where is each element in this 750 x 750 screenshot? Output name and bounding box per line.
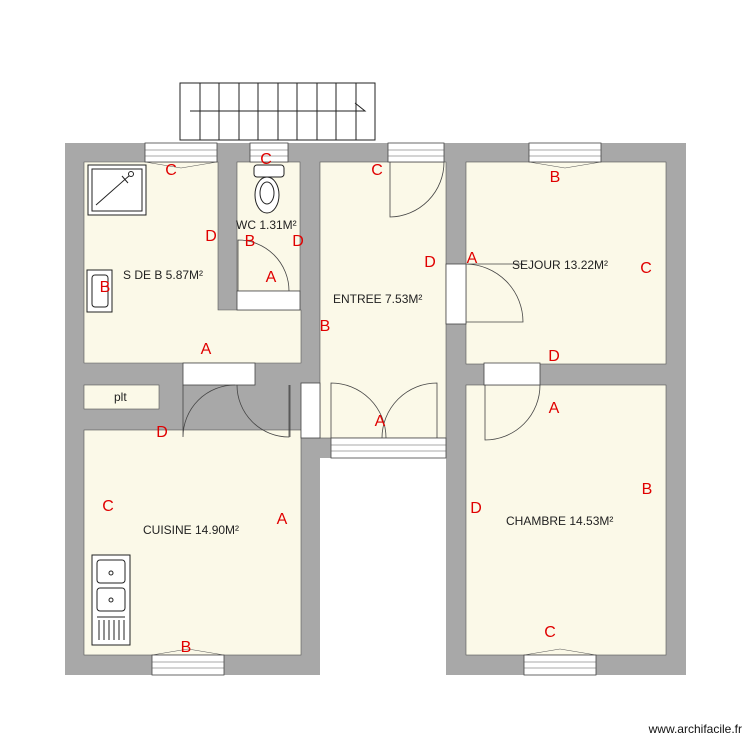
- wall-letter-sejour-c: C: [640, 260, 652, 277]
- room-label-sdb: S DE B 5.87M²: [123, 268, 204, 282]
- washbasin: [86, 269, 113, 313]
- door-swing-chambre: [484, 384, 541, 441]
- wall-letter-sdb-c: C: [165, 162, 177, 179]
- wall-letter-entree-a: A: [374, 413, 386, 430]
- door-frame-wc: [236, 290, 301, 311]
- wall-letter-chambre-a: A: [548, 400, 560, 417]
- window-wc: [249, 142, 289, 163]
- shower: [87, 164, 147, 216]
- door-swing-cuisine: [182, 384, 291, 438]
- wall-letter-cuisine-b: B: [180, 639, 192, 656]
- door-frame-chambre: [483, 362, 541, 386]
- window-sdb: [144, 142, 218, 163]
- wall-letter-wc-d: D: [292, 233, 304, 250]
- wall-letter-chambre-b: B: [641, 481, 653, 498]
- wall-letter-wc-c: C: [260, 151, 272, 168]
- window-chambre: [523, 654, 597, 676]
- room-label-wc: WC 1.31M²: [236, 218, 297, 232]
- wall-letter-entree-c: C: [371, 162, 383, 179]
- wall-letter-sdb-a: A: [200, 341, 212, 358]
- courtyard: [320, 458, 446, 675]
- door-frame-sejour: [445, 263, 467, 325]
- toilet: [253, 164, 285, 214]
- room-label-cuisine: CUISINE 14.90M²: [143, 523, 240, 537]
- wall-letter-sdb-d: D: [205, 228, 217, 245]
- door-swing-entree-bottom: [330, 382, 438, 439]
- door-frame-entree: [300, 382, 321, 439]
- wall-letter-chambre-c: C: [544, 624, 556, 641]
- door-swing-cuisine-2: [236, 384, 290, 438]
- wall-letter-sdb-b: B: [99, 279, 111, 296]
- door-swing-entree-top: [389, 161, 445, 218]
- wall-letter-entree-b: B: [319, 318, 331, 335]
- floor-chambre: [465, 384, 667, 656]
- wall-letter-cuisine-a: A: [276, 511, 288, 528]
- room-label-plt: plt: [114, 390, 127, 404]
- wall-letter-sejour-b: B: [549, 169, 561, 186]
- wall-letter-entree-d: D: [424, 254, 436, 271]
- wall-letter-cuisine-d: D: [156, 424, 168, 441]
- wall-letter-wc-b: B: [244, 233, 256, 250]
- floor-sejour: [465, 161, 667, 365]
- room-label-entree: ENTREE 7.53M²: [333, 292, 423, 306]
- window-sejour: [528, 142, 602, 163]
- door-swing-wc: [237, 239, 290, 292]
- floor-plt: [83, 384, 160, 410]
- wall-letter-sejour-d: D: [548, 348, 560, 365]
- door-swing-sejour: [465, 263, 524, 323]
- room-label-chambre: CHAMBRE 14.53M²: [506, 514, 614, 528]
- room-label-sejour: SEJOUR 13.22M²: [512, 258, 609, 272]
- credit-link[interactable]: www.archifacile.fr: [648, 722, 742, 736]
- wall-letter-sejour-a: A: [466, 250, 478, 267]
- wall-letter-wc-a: A: [265, 269, 277, 286]
- staircase: [179, 82, 376, 141]
- wall-letter-chambre-d: D: [470, 500, 482, 517]
- window-cuisine: [151, 654, 225, 676]
- window-entree: [387, 142, 445, 163]
- wall-letter-cuisine-c: C: [102, 498, 114, 515]
- window-entree-bottom: [330, 437, 447, 459]
- kitchen-sink: [91, 554, 131, 646]
- door-frame-cuisine: [182, 362, 256, 386]
